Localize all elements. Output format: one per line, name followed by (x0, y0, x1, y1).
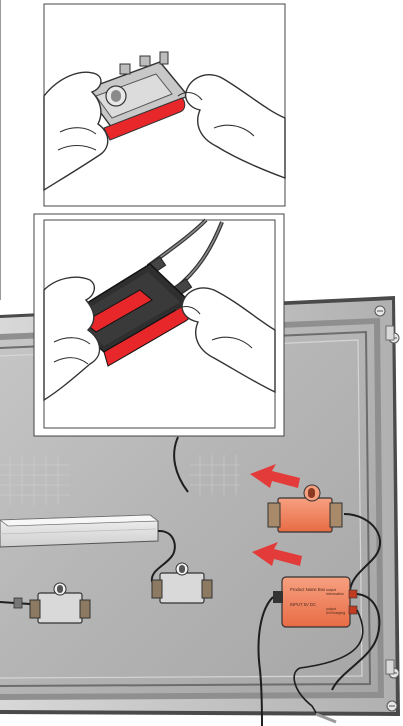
device-box: Product Name Box INPUT 5V DC output info… (273, 577, 357, 627)
svg-text:5V/charging: 5V/charging (326, 611, 345, 615)
step-panel-bracket (44, 4, 285, 206)
device-input-label: INPUT 5V DC (290, 602, 316, 607)
led-bar (0, 515, 158, 547)
device-title: Product Name Box (290, 587, 326, 592)
left-border-line (0, 0, 1, 300)
svg-text:information: information (326, 592, 344, 596)
screw-icon (375, 306, 385, 316)
step-panel-box (34, 214, 284, 436)
screw-icon (387, 701, 397, 711)
